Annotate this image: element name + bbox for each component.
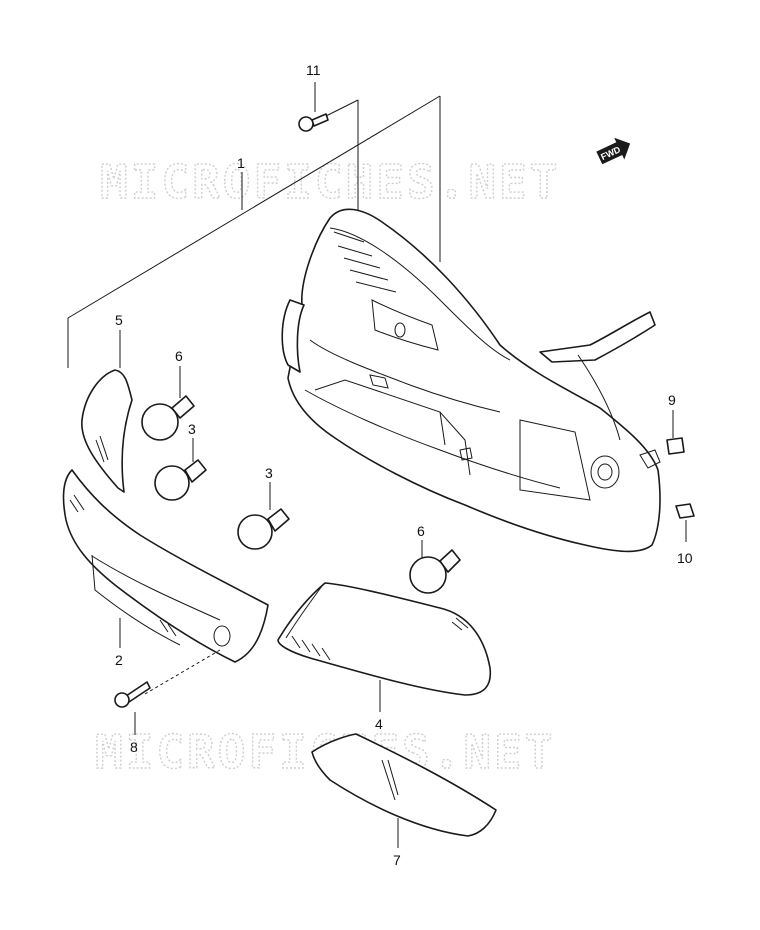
callout-3-lower: 3	[265, 465, 273, 481]
callout-6-lower: 6	[417, 523, 425, 539]
side-lens-part-5	[81, 369, 133, 493]
callout-2: 2	[115, 652, 123, 668]
watermark-top: MICROFICHES.NET	[100, 155, 560, 209]
bulb-part-6-upper: 6	[141, 348, 195, 441]
callout-8: 8	[130, 739, 138, 755]
callout-11: 11	[306, 62, 321, 78]
callout-1: 1	[237, 155, 245, 171]
reflector-part-7	[311, 733, 497, 837]
front-lens-part-2	[62, 469, 269, 663]
callout-9: 9	[668, 392, 676, 408]
lower-lens-part-4	[277, 582, 492, 696]
callout-3-upper: 3	[188, 421, 196, 437]
forward-arrow-icon: FWD	[596, 137, 631, 165]
callout-4: 4	[375, 716, 383, 732]
callout-5: 5	[115, 312, 123, 328]
nut-part-10: 10	[675, 503, 695, 566]
screw-part-8: 8	[114, 649, 221, 755]
clip-part-9: 9	[666, 392, 685, 455]
bulb-part-3-upper: 3	[154, 421, 207, 501]
callout-6-upper: 6	[175, 348, 183, 364]
bulb-part-6-lower: 6	[409, 523, 461, 594]
callout-10: 10	[677, 550, 693, 566]
bulb-part-3-lower: 3	[237, 465, 290, 550]
callout-7: 7	[393, 852, 401, 868]
headlight-housing	[281, 208, 661, 553]
screw-part-11: 11	[298, 62, 329, 132]
